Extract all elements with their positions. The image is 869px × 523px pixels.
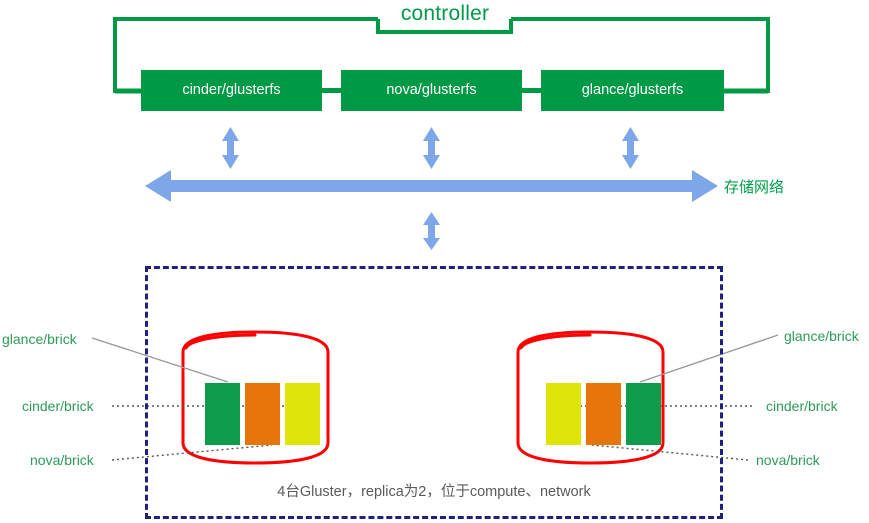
service-box-nova[interactable]: nova/glusterfs: [341, 70, 522, 111]
service-connector-2: [522, 88, 541, 93]
vertical-link-arrows: [222, 127, 639, 250]
callout-left-cinder-brick: cinder/brick: [22, 398, 94, 414]
callout-right-nova-brick: nova/brick: [756, 452, 820, 468]
callout-right-cinder-brick: cinder/brick: [766, 398, 838, 414]
callout-left-glance-brick: glance/brick: [2, 331, 77, 347]
cylinder-left-outline: [181, 330, 330, 465]
brick-left-cinder[interactable]: [245, 383, 280, 445]
service-box-glance[interactable]: glance/glusterfs: [541, 70, 724, 111]
link-arrow-glance: [622, 127, 639, 169]
link-arrow-storage: [423, 212, 440, 250]
link-arrow-cinder: [222, 127, 239, 169]
storage-region-boundary: [145, 266, 723, 519]
callout-left-nova-brick: nova/brick: [30, 452, 94, 468]
controller-label: controller: [400, 2, 490, 25]
storage-network-label: 存储网络: [724, 179, 785, 196]
link-arrow-nova: [423, 127, 440, 169]
service-connector-1: [322, 88, 341, 93]
controller-bracket: [113, 17, 770, 94]
cylinder-right-outline: [516, 330, 665, 465]
brick-right-nova[interactable]: [546, 383, 581, 445]
brick-left-glance[interactable]: [205, 383, 240, 445]
service-box-cinder[interactable]: cinder/glusterfs: [141, 70, 322, 111]
brick-right-glance[interactable]: [626, 383, 661, 445]
brick-left-nova[interactable]: [285, 383, 320, 445]
storage-network-bus: [145, 170, 718, 202]
callout-right-glance-brick: glance/brick: [784, 328, 859, 344]
brick-right-cinder[interactable]: [586, 383, 621, 445]
storage-region-caption: 4台Gluster，replica为2，位于compute、network: [277, 484, 591, 500]
